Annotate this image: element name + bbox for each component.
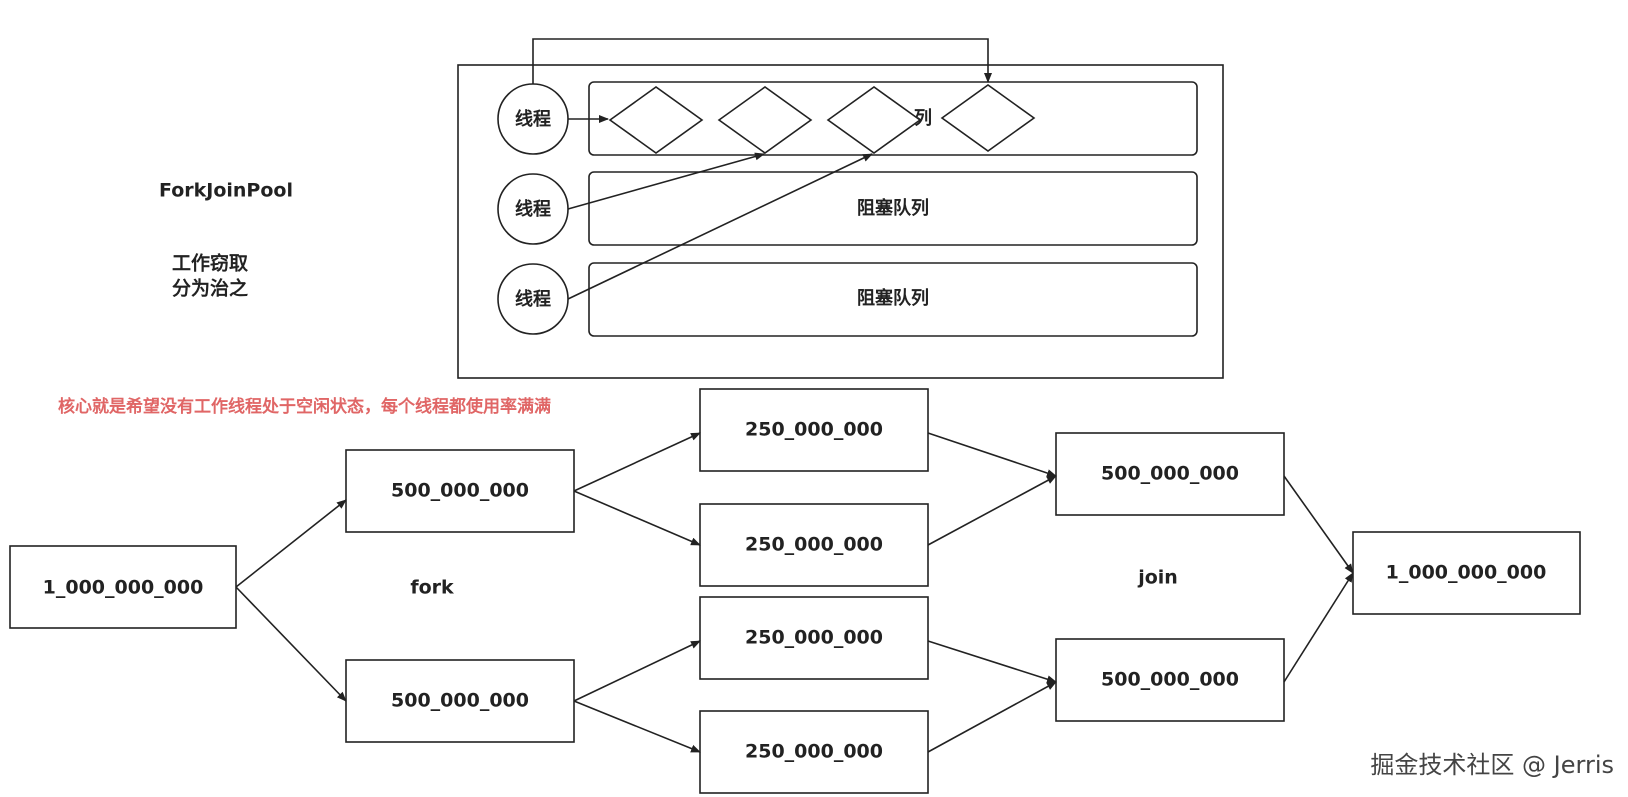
join-arrow-q3-bottom: [927, 640, 1057, 684]
fork-label: fork: [410, 577, 454, 599]
task-quarter-3: [699, 596, 929, 680]
join-arrow-q1-top: [927, 432, 1057, 477]
core-note: 核心就是希望没有工作线程处于空闲状态，每个线程都使用率满满: [58, 396, 551, 417]
thread-3-label: 线程: [515, 288, 551, 310]
join-arrow-top-result: [1283, 475, 1354, 574]
fork-arrow-top-q2: [573, 490, 701, 546]
queue-1-label: 列: [914, 108, 932, 129]
task-result: [1352, 531, 1581, 615]
task-diamond-2: [717, 86, 813, 154]
fork-arrow-root-bottom: [235, 586, 347, 702]
pool-name-label: ForkJoinPool: [159, 180, 293, 202]
task-diamond-4: [940, 84, 1036, 152]
watermark-text: 掘金技术社区 @ Jerris: [1370, 751, 1614, 779]
task-result-label: 1_000_000_000: [1386, 562, 1547, 584]
task-quarter-1: [699, 388, 929, 472]
task-quarter-2-label: 250_000_000: [745, 534, 883, 556]
task-diamond-3: [826, 86, 922, 154]
thread2-steal-arrow: [567, 152, 765, 210]
concept-line-2: 分为治之: [172, 277, 248, 300]
task-root: [9, 545, 237, 629]
fork-arrow-top-q1: [573, 432, 701, 492]
task-quarter-1-label: 250_000_000: [745, 419, 883, 441]
join-arrow-bottom-result: [1283, 572, 1354, 683]
concept-line-1: 工作窃取: [172, 252, 248, 275]
thread-1-label: 线程: [515, 108, 551, 130]
task-quarter-4-label: 250_000_000: [745, 741, 883, 763]
queue-2: [588, 171, 1198, 246]
fork-arrow-bottom-q3: [573, 640, 701, 702]
fork-arrow-bottom-q4: [573, 700, 701, 753]
thread-2-label: 线程: [515, 198, 551, 220]
queue-3-label: 阻塞队列: [857, 287, 929, 309]
task-join-bottom-label: 500_000_000: [1101, 669, 1239, 691]
queue-2-label: 阻塞队列: [857, 197, 929, 219]
task-join-top-label: 500_000_000: [1101, 463, 1239, 485]
queue-3: [588, 262, 1198, 337]
task-half-top-label: 500_000_000: [391, 480, 529, 502]
task-quarter-3-label: 250_000_000: [745, 627, 883, 649]
steal-loop-arrow: [532, 38, 992, 84]
task-root-label: 1_000_000_000: [43, 577, 204, 599]
task-half-bottom-label: 500_000_000: [391, 690, 529, 712]
thread3-steal-arrow: [567, 153, 873, 300]
join-arrow-q2-top: [927, 475, 1057, 546]
task-join-top: [1055, 432, 1285, 516]
task-half-top: [345, 449, 575, 533]
task-diamond-1: [608, 86, 704, 154]
task-join-bottom: [1055, 638, 1285, 722]
join-label: join: [1137, 567, 1178, 589]
join-arrow-q4-bottom: [927, 681, 1057, 753]
fork-arrow-root-top: [235, 499, 347, 588]
task-quarter-2: [699, 503, 929, 587]
